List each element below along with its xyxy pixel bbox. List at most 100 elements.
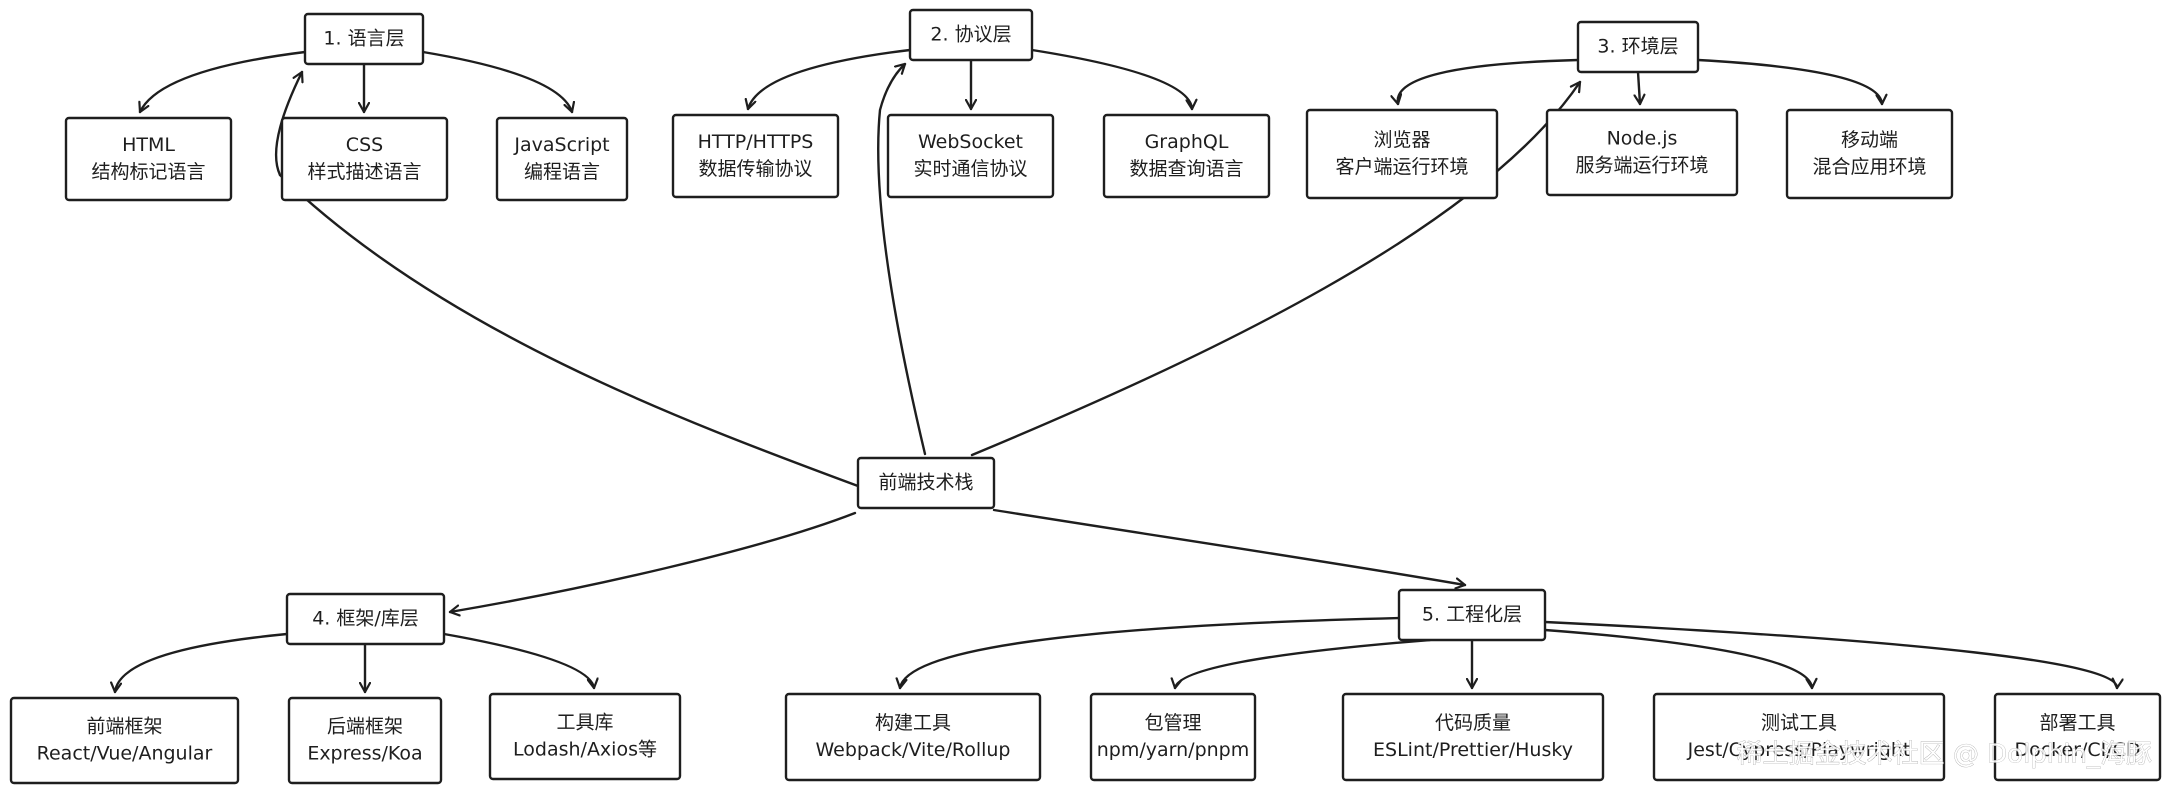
node-title: 代码质量: [1435, 712, 1511, 734]
edge-root-to-language-layer-head: [274, 70, 302, 177]
node-box: [285, 592, 446, 646]
node-title: 5. 工程化层: [1422, 604, 1522, 626]
node-box: [287, 696, 443, 785]
node-box: [1785, 108, 1954, 200]
node-subtitle: Webpack/Vite/Rollup: [815, 739, 1010, 761]
node-title: Node.js: [1607, 128, 1678, 150]
edge-engineering-to-build-tools: [900, 616, 1401, 690]
node-subtitle: 数据传输协议: [698, 158, 812, 180]
node-title: 构建工具: [875, 712, 951, 734]
edge-engineering-to-deployment-tools: [1543, 620, 2117, 690]
node-subtitle: 编程语言: [524, 161, 600, 183]
node-http-https: HTTP/HTTPS 数据传输协议: [671, 113, 840, 199]
node-framework-layer: 4. 框架/库层: [285, 592, 446, 646]
node-box: [908, 8, 1034, 62]
edge-environment-to-browser: [1398, 58, 1580, 106]
node-title: 4. 框架/库层: [312, 608, 419, 630]
edge-environment-to-nodejs: [1638, 70, 1640, 106]
edge-protocol-to-http: [748, 48, 912, 111]
edge-framework-to-frontend-framework: [115, 632, 289, 694]
node-build-tools: 构建工具 Webpack/Vite/Rollup: [784, 692, 1042, 782]
node-box: [280, 116, 449, 202]
edge-protocol-to-graphql: [1030, 48, 1192, 111]
node-title: 移动端: [1841, 129, 1898, 151]
node-subtitle: Express/Koa: [307, 743, 422, 765]
edge-framework-to-utility-library: [442, 632, 594, 690]
edge-root-to-framework-layer: [448, 511, 857, 612]
node-title: 后端框架: [327, 716, 403, 738]
node-box: [495, 116, 629, 202]
node-title: 前端框架: [86, 716, 162, 738]
node-title: 包管理: [1144, 712, 1201, 734]
node-language-layer: 1. 语言层: [303, 12, 425, 66]
node-title: 3. 环境层: [1597, 36, 1678, 58]
node-title: 前端技术栈: [878, 472, 973, 494]
node-box: [488, 692, 682, 781]
node-javascript: JavaScript 编程语言: [495, 116, 629, 202]
node-title: HTTP/HTTPS: [698, 131, 814, 153]
node-title: 工具库: [556, 712, 613, 734]
node-subtitle: 混合应用环境: [1812, 156, 1926, 178]
node-box: [1397, 588, 1547, 642]
node-frontend-framework: 前端框架 React/Vue/Angular: [9, 696, 240, 785]
node-title: WebSocket: [918, 131, 1023, 153]
node-title: 测试工具: [1761, 712, 1837, 734]
node-subtitle: 客户端运行环境: [1335, 156, 1468, 178]
edge-root-to-protocol-layer: [877, 62, 927, 456]
node-box: [1993, 692, 2162, 782]
node-subtitle: 结构标记语言: [91, 161, 205, 183]
edge-root-to-language-layer: [278, 173, 860, 488]
node-box: [1652, 692, 1946, 782]
node-subtitle: Lodash/Axios等: [513, 739, 657, 761]
node-box: [1102, 113, 1271, 199]
node-box: [64, 116, 233, 202]
node-subtitle: Jest/Cypress/Playwright: [1687, 739, 1911, 761]
node-subtitle: 服务端运行环境: [1575, 155, 1708, 177]
node-box: [886, 113, 1055, 199]
edges: [115, 48, 2117, 694]
node-box: [1089, 692, 1257, 782]
node-html: HTML 结构标记语言: [64, 116, 233, 202]
node-title: JavaScript: [513, 134, 609, 156]
edge-engineering-to-testing-tools: [1543, 628, 1812, 690]
node-backend-framework: 后端框架 Express/Koa: [287, 696, 443, 785]
node-testing-tools: 测试工具 Jest/Cypress/Playwright: [1652, 692, 1946, 782]
node-subtitle: Docker/CI/CD: [2014, 739, 2140, 761]
node-title: 部署工具: [2039, 712, 2115, 734]
node-box: [671, 113, 840, 199]
node-subtitle: 数据查询语言: [1129, 158, 1243, 180]
node-box: [784, 692, 1042, 782]
node-package-manager: 包管理 npm/yarn/pnpm: [1089, 692, 1257, 782]
node-subtitle: ESLint/Prettier/Husky: [1373, 739, 1573, 761]
node-subtitle: React/Vue/Angular: [37, 743, 213, 765]
edge-language-to-javascript: [421, 50, 572, 114]
edge-root-to-environment-layer: [970, 80, 1582, 457]
node-protocol-layer: 2. 协议层: [908, 8, 1034, 62]
edge-engineering-to-package-manager: [1175, 638, 1432, 690]
node-engineering-layer: 5. 工程化层: [1397, 588, 1547, 642]
node-title: 2. 协议层: [930, 24, 1011, 46]
node-box: [1341, 692, 1605, 782]
node-box: [9, 696, 240, 785]
node-title: CSS: [346, 134, 383, 156]
node-box: [1576, 20, 1700, 74]
node-subtitle: npm/yarn/pnpm: [1097, 739, 1250, 761]
node-title: 浏览器: [1373, 129, 1430, 151]
node-environment-layer: 3. 环境层: [1576, 20, 1700, 74]
node-box: [1305, 108, 1499, 200]
node-box: [856, 456, 996, 510]
watermark-text: 稀土掘金技术社区 @ Dolphin_海豚: [1737, 740, 2152, 770]
node-box: [303, 12, 425, 66]
node-title: HTML: [122, 134, 175, 156]
node-nodejs: Node.js 服务端运行环境: [1545, 108, 1739, 197]
edge-root-to-engineering-layer: [992, 508, 1467, 585]
node-box: [1545, 108, 1739, 197]
node-code-quality: 代码质量 ESLint/Prettier/Husky: [1341, 692, 1605, 782]
